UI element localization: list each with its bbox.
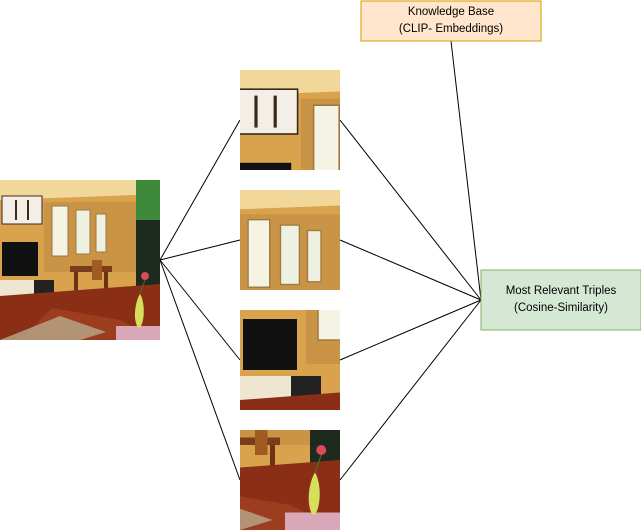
input-image (0, 180, 160, 340)
edge-kb-triples (450, 40, 482, 301)
edge-crop2-triples (339, 239, 482, 301)
most-relevant-triples-box (480, 269, 641, 331)
edge-input-crop2 (159, 239, 241, 261)
edge-crop1-triples (339, 119, 482, 301)
edge-input-crop1 (159, 119, 241, 261)
knowledge-base-box (360, 0, 542, 42)
edge-crop3-triples (339, 299, 482, 361)
edges (159, 40, 482, 481)
edge-crop4-triples (339, 299, 482, 481)
edge-input-crop3 (159, 259, 241, 361)
edge-input-crop4 (159, 259, 241, 481)
